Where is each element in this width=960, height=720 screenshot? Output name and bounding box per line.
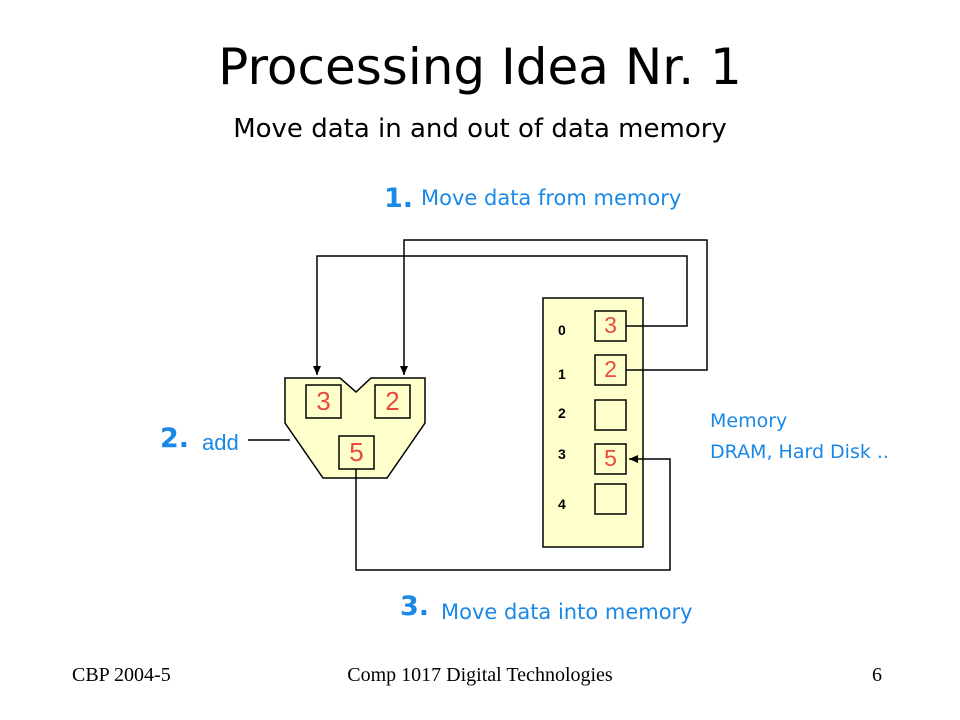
step-1-number: 1. <box>384 183 414 214</box>
memory-cell-4 <box>594 483 627 515</box>
step-3-text: Move data into memory <box>441 600 693 624</box>
memory-address-1: 1 <box>558 366 566 382</box>
memory-cell-value-3: 5 <box>604 445 617 471</box>
processor-value-b: 2 <box>385 386 400 416</box>
memory-caption-line-1: Memory <box>710 410 788 432</box>
step-1-text: Move data from memory <box>421 186 682 210</box>
memory-address-2: 2 <box>558 405 566 421</box>
slide-title: Processing Idea Nr. 1 <box>218 38 742 96</box>
memory-address-3: 3 <box>558 446 566 462</box>
processor-value-result: 5 <box>349 437 364 467</box>
memory-cell-0 <box>594 310 627 342</box>
footer-left: CBP 2004-5 <box>72 664 171 686</box>
memory-cell-3 <box>594 443 627 475</box>
wire-cell0-to-input-a <box>313 255 688 375</box>
page-number: 6 <box>872 664 882 686</box>
wire-result-to-cell3 <box>355 455 671 571</box>
memory-caption-line-2: DRAM, Hard Disk .. <box>710 441 889 463</box>
slide-subtitle: Move data in and out of data memory <box>233 114 727 144</box>
step-2-number: 2. <box>160 423 190 454</box>
footer-center: Comp 1017 Digital Technologies <box>347 664 613 686</box>
processor-register-a <box>305 384 342 419</box>
memory-address-0: 0 <box>558 322 566 338</box>
memory-cell-value-1: 2 <box>604 356 617 382</box>
wire-cell1-to-input-b <box>400 239 708 375</box>
memory-cell-value-0: 3 <box>604 312 617 338</box>
step-3-number: 3. <box>400 591 430 622</box>
step-2-text: add <box>202 430 239 455</box>
memory-cell-1 <box>594 354 627 386</box>
memory-address-4: 4 <box>558 496 566 512</box>
memory-cell-2 <box>594 399 627 431</box>
processor-register-b <box>374 384 411 419</box>
processor-value-a: 3 <box>316 386 331 416</box>
